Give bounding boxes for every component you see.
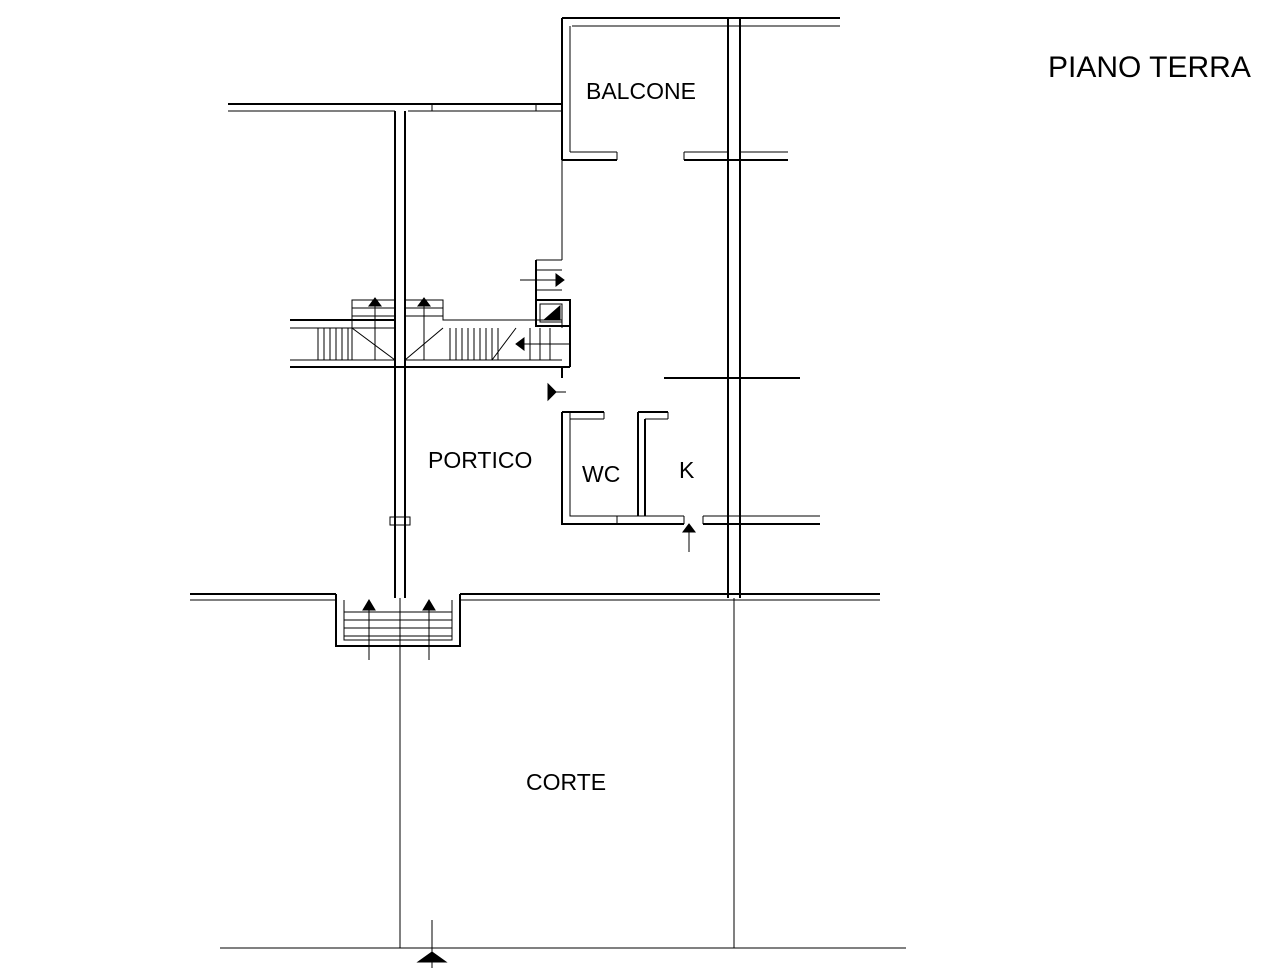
right-party-wall (727, 18, 741, 948)
room-label-balcone: BALCONE (586, 78, 696, 104)
room-label-corte: CORTE (526, 769, 606, 795)
room-label-portico: PORTICO (428, 447, 532, 473)
staircase (290, 259, 571, 368)
front-wall-and-steps (190, 593, 880, 660)
room-label-wc: WC (582, 461, 620, 487)
internal-walls (561, 159, 800, 379)
wc-k-walls (547, 367, 820, 552)
upper-left-walls (228, 103, 562, 948)
room-label-k: K (679, 457, 695, 483)
plan-title: PIANO TERRA (1048, 51, 1251, 84)
balcone-walls (561, 17, 840, 161)
court-boundary (220, 920, 906, 968)
